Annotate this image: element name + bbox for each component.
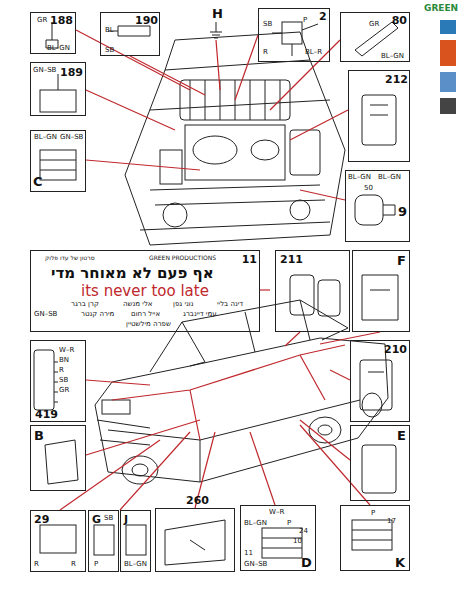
wire-label: BL–GN bbox=[348, 174, 371, 181]
wire-label: BL–GN bbox=[47, 45, 70, 52]
poster-text: its never too late bbox=[81, 284, 209, 299]
wire-label: SB bbox=[105, 47, 114, 54]
wire-label: 17 bbox=[387, 518, 396, 525]
callout-box: E bbox=[350, 425, 410, 501]
poster-text: GN–SB bbox=[34, 311, 57, 318]
callout-box: C BL–GNGN–SB bbox=[30, 130, 86, 192]
poster-text: שפרה מילשטיין bbox=[126, 321, 171, 328]
callout-number: E bbox=[397, 429, 406, 442]
callout-number: 80 bbox=[392, 15, 407, 26]
callout-number: 419 bbox=[35, 409, 58, 420]
callout-box: J BL–GN bbox=[120, 510, 151, 572]
wire-label: BL–GN bbox=[381, 53, 404, 60]
wire-label: BL–GN bbox=[244, 520, 267, 527]
wire-label: 50 bbox=[364, 185, 373, 192]
callout-number: 2 bbox=[319, 11, 327, 22]
wire-label: P bbox=[303, 17, 307, 24]
callout-number: 188 bbox=[50, 15, 73, 26]
callout-box: 189 GN–SB bbox=[30, 62, 86, 116]
callout-number: 260 bbox=[186, 495, 209, 506]
poster-text: אייל רחום bbox=[131, 311, 160, 318]
wire-label: P bbox=[94, 561, 98, 568]
wire-label: 11 bbox=[244, 550, 253, 557]
wire-label: BN bbox=[59, 357, 69, 364]
wire-label: GR bbox=[37, 17, 47, 24]
poster-text: קרן ברגר bbox=[71, 301, 99, 308]
title-panel: 11GN–SB GREEN PRODUCTIONS סרטון של עדו פלו… bbox=[30, 250, 260, 332]
callout-box: 80GR BL–GN bbox=[340, 12, 410, 62]
callout-number: C bbox=[33, 175, 43, 188]
callout-box: 260 bbox=[155, 508, 235, 572]
wire-label: P bbox=[371, 510, 375, 517]
wire-label: W–R bbox=[269, 509, 284, 516]
wire-label: GN–SB bbox=[244, 561, 267, 568]
wire-label: BL–R bbox=[305, 49, 322, 56]
callout-box: 9 BL–GN 50 BL–GN bbox=[345, 170, 410, 242]
wire-label: BL–GN bbox=[124, 561, 147, 568]
wire-label: R bbox=[263, 49, 268, 56]
callout-number: D bbox=[301, 556, 312, 569]
callout-number: 210 bbox=[384, 344, 407, 355]
callout-box: 419 W–R BN R SB GR bbox=[30, 340, 86, 422]
poster-text: עמי דיינברג bbox=[183, 311, 217, 318]
wire-label: 24 bbox=[299, 528, 308, 535]
callout-box: GSB P bbox=[88, 510, 119, 572]
wire-label: R bbox=[34, 561, 39, 568]
poster-text: אף פעם לא מאוחר מדי bbox=[51, 266, 214, 281]
callout-number: 189 bbox=[60, 67, 83, 78]
callout-box: 2P BL–R R SB bbox=[258, 8, 330, 62]
callout-number: F bbox=[397, 254, 406, 267]
poster-text: GREEN PRODUCTIONS bbox=[149, 255, 216, 261]
callout-box: 188GR BL–GN bbox=[30, 12, 76, 54]
callout-box: B bbox=[30, 425, 86, 491]
callout-number: 190 bbox=[135, 15, 158, 26]
callout-box: 210 bbox=[350, 340, 410, 422]
poster-text: מירה קנטר bbox=[81, 311, 114, 318]
wire-label: P bbox=[287, 520, 291, 527]
wire-label: SB bbox=[104, 515, 113, 522]
wire-label: GR bbox=[369, 21, 379, 28]
wire-label: GR bbox=[59, 387, 69, 394]
wire-label: BL–GN bbox=[378, 174, 401, 181]
wire-label: GN–SB bbox=[60, 134, 83, 141]
ground-label: H bbox=[212, 7, 223, 20]
wire-label: W–R bbox=[59, 347, 74, 354]
wire-label: R bbox=[59, 367, 64, 374]
poster-text: דינה בליי bbox=[217, 301, 243, 308]
callout-number: 9 bbox=[398, 205, 407, 218]
callout-number: B bbox=[34, 429, 44, 442]
wire-label: BL bbox=[105, 27, 114, 34]
callout-number: 11 bbox=[242, 254, 257, 265]
callout-box: 29R R bbox=[30, 510, 86, 572]
callout-box: 212 bbox=[348, 70, 410, 162]
wire-label: R bbox=[71, 561, 76, 568]
callout-box: F bbox=[352, 250, 410, 332]
wire-label: SB bbox=[59, 377, 68, 384]
wire-label: BL–GN bbox=[34, 134, 57, 141]
logo-text: GREEN bbox=[424, 4, 458, 13]
callout-box: K P 17 bbox=[340, 505, 410, 571]
callout-number: 211 bbox=[280, 254, 303, 265]
callout-box: 211 bbox=[275, 250, 350, 332]
wire-label: SB bbox=[263, 21, 272, 28]
callout-number: 29 bbox=[34, 514, 49, 525]
wire-label: GN–SB bbox=[33, 67, 56, 74]
poster-text: סרטון של עדו פלוק bbox=[45, 255, 95, 261]
callout-number: J bbox=[124, 514, 128, 525]
wire-label: 10 bbox=[293, 538, 302, 545]
callout-box: 190BL SB bbox=[100, 12, 160, 56]
callout-box: D W–RBL–GN P 24 10 11GN–SB bbox=[240, 505, 316, 571]
callout-number: K bbox=[395, 556, 405, 569]
callout-number: G bbox=[92, 514, 101, 525]
poster-text: נוני גפן bbox=[173, 301, 193, 308]
poster-text: אלי מנשה bbox=[123, 301, 153, 308]
callout-number: 212 bbox=[385, 74, 408, 85]
